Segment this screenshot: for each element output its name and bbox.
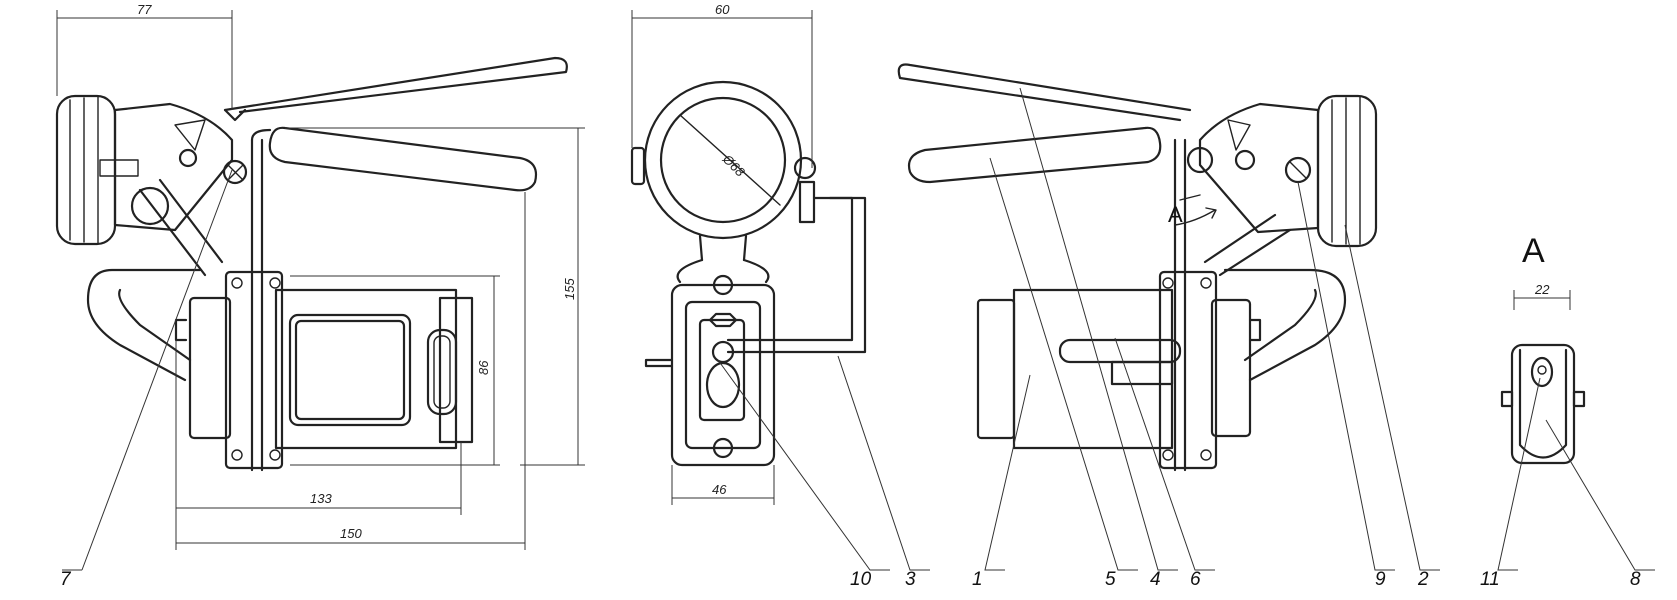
part-1-label: 1 (972, 569, 983, 590)
right-side-view: A (897, 63, 1378, 472)
dim-60: 60 (715, 2, 730, 17)
part-7-label: 7 (60, 569, 72, 590)
part-2-label: 2 (1417, 569, 1429, 590)
arrow-a-label: A (1168, 202, 1183, 227)
left-view-dimensions: 77 155 86 133 150 (56, 2, 585, 550)
front-view-dimensions: 60 Ø68 46 (631, 2, 813, 505)
part-5-label: 5 (1105, 569, 1116, 590)
dim-86: 86 (476, 360, 491, 375)
part-labels: 7 10 3 1 5 4 6 9 2 11 8 (60, 569, 1641, 590)
part-4-label: 4 (1150, 569, 1161, 590)
left-side-view (55, 56, 568, 472)
dim-77: 77 (137, 2, 152, 17)
front-view (630, 80, 867, 467)
dim-150: 150 (340, 526, 362, 541)
part-6-label: 6 (1190, 569, 1201, 590)
view-a: A 22 (1500, 232, 1586, 465)
leaders (62, 87, 1655, 571)
dim-155: 155 (562, 278, 577, 300)
part-9-label: 9 (1375, 569, 1386, 590)
dim-68: Ø68 (719, 151, 748, 180)
dim-22: 22 (1534, 282, 1550, 297)
dim-46: 46 (712, 482, 727, 497)
part-11-label: 11 (1480, 569, 1500, 590)
view-a-label: A (1522, 232, 1545, 270)
part-10-label: 10 (850, 569, 872, 590)
part-3-label: 3 (905, 569, 916, 590)
dim-133: 133 (310, 491, 332, 506)
part-8-label: 8 (1630, 569, 1641, 590)
